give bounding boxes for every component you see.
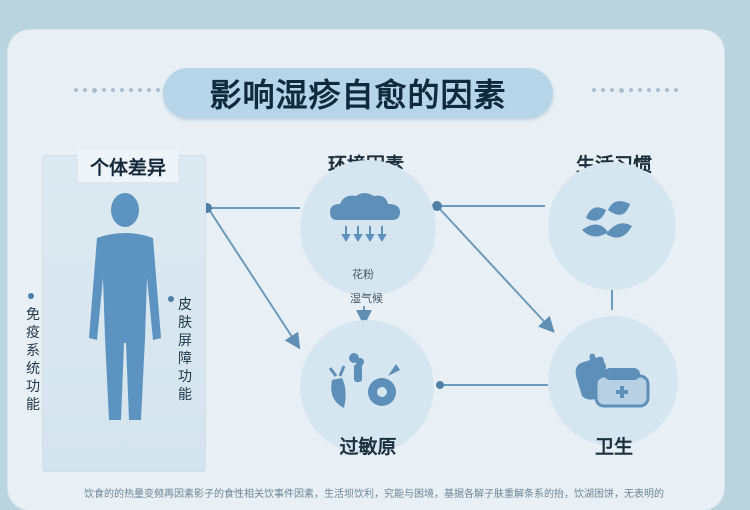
pollen-text: 花粉	[352, 268, 374, 281]
hygiene-label: 卫生	[594, 436, 633, 458]
lifestyle-circle	[548, 162, 676, 290]
allergen-circle	[300, 320, 434, 454]
immune-function-label: 免疫系统功能	[26, 307, 40, 413]
environment-circle	[300, 160, 436, 296]
hygiene-kit-icon	[575, 353, 650, 408]
individual-panel: 个体差异	[42, 150, 206, 472]
allergen-label: 过敏原	[339, 436, 397, 458]
skin-bullet	[168, 296, 174, 302]
immune-bullet	[28, 293, 34, 299]
page-title: 影响湿疹自愈的因素	[163, 68, 553, 118]
arrow-environment-hygiene	[436, 205, 555, 333]
individual-label: 个体差异	[78, 150, 178, 182]
cloud-rain-icon	[330, 193, 400, 242]
skin-barrier-label: 皮肤屏障功能	[178, 297, 192, 403]
vegetables-icon	[328, 353, 400, 408]
human-body-icon	[89, 193, 161, 420]
leaves-icon	[582, 201, 632, 238]
footer-caption: 饮食的的热量变频再因素影子的食性相关饮事件因素，生活坝饮利，究能与困境，基据各解…	[84, 489, 664, 500]
humid-climate-text: 湿气候	[350, 292, 383, 305]
title-area: 影响湿疹自愈的因素	[0, 62, 750, 126]
title-dots-right	[592, 88, 678, 93]
arrow-individual-allergen	[207, 207, 301, 350]
